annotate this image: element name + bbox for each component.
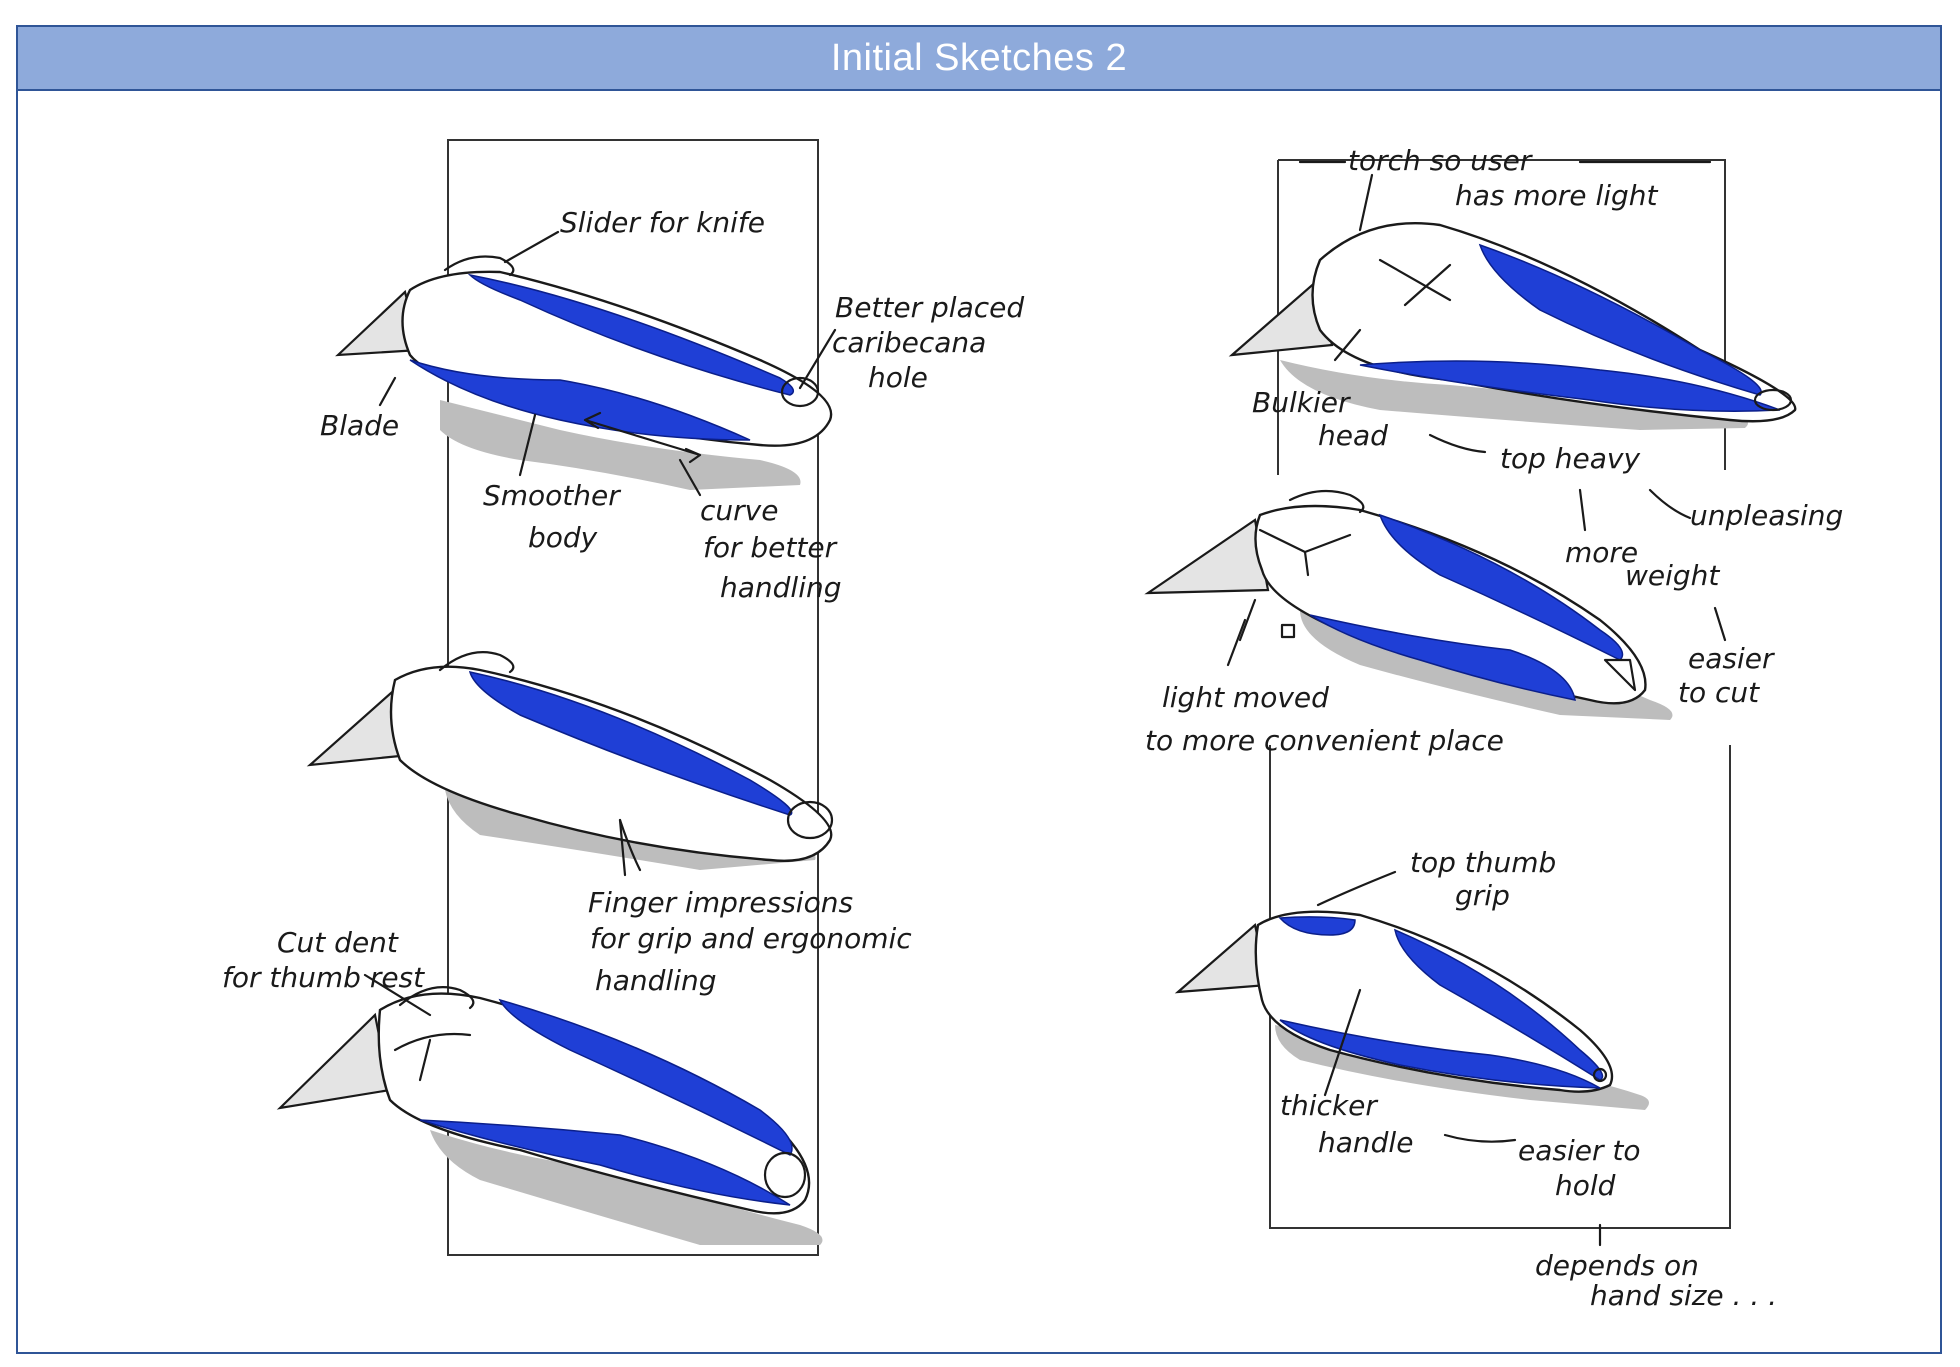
- annotation-weight: weight: [1625, 559, 1720, 592]
- page-title: Initial Sketches 2: [830, 36, 1128, 79]
- annotation-light-moved: light moved: [1162, 681, 1329, 714]
- annotation-better-placed: Better placed: [835, 291, 1024, 324]
- annotation-head: head: [1318, 419, 1388, 452]
- annotation-grip: grip: [1455, 879, 1510, 912]
- knife-sketch-4: [1228, 221, 1797, 430]
- annotation-hole: hole: [868, 361, 928, 394]
- annotation-cut-dent: Cut dent: [277, 926, 399, 959]
- annotation-handling: handling: [720, 571, 842, 604]
- annotation-for-grip-and-ergonomic: for grip and ergonomic: [590, 922, 912, 955]
- annotation-slider-for-knife: Slider for knife: [560, 206, 765, 239]
- annotation-for-better: for better: [703, 531, 838, 564]
- annotation-thicker: thicker: [1280, 1089, 1378, 1122]
- annotation-easier: easier: [1688, 642, 1775, 675]
- annotation-top-thumb: top thumb: [1410, 846, 1556, 879]
- annotation-handle: handle: [1318, 1126, 1413, 1159]
- annotation-body: body: [528, 521, 598, 554]
- annotation-blade: Blade: [320, 409, 399, 442]
- annotation-hand-size: hand size . . .: [1590, 1279, 1777, 1312]
- annotation-easier-to: easier to: [1518, 1134, 1641, 1167]
- annotation-depends-on: depends on: [1535, 1249, 1699, 1282]
- annotation-unpleasing: unpleasing: [1690, 499, 1843, 532]
- annotation-to-cut: to cut: [1678, 676, 1760, 709]
- knife-sketch-6: [1174, 910, 1649, 1110]
- annotation-finger-impressions: Finger impressions: [588, 886, 853, 919]
- left-leader-lines: [363, 230, 837, 1017]
- annotation-caribecana: caribecana: [832, 326, 986, 359]
- annotation-more: more: [1565, 536, 1638, 569]
- knife-sketch-2: [306, 651, 834, 872]
- knife-sketch-3: [276, 986, 823, 1245]
- right-leader-lines: [1226, 160, 1727, 1247]
- annotation-torch-so-user: torch so user: [1348, 144, 1533, 177]
- annotation-smoother: Smoother: [483, 479, 621, 512]
- knife-sketch-5: [1144, 489, 1673, 720]
- annotation-to-more-convenient-place: to more convenient place: [1145, 724, 1504, 757]
- annotation-bulkier: Bulkier: [1252, 386, 1351, 419]
- annotation-curve: curve: [700, 494, 778, 527]
- annotation-handling-2: handling: [595, 964, 717, 997]
- knife-sketch-1: [335, 255, 833, 490]
- title-bar: Initial Sketches 2: [18, 27, 1940, 91]
- annotation-hold: hold: [1555, 1169, 1616, 1202]
- annotation-for-thumb-rest: for thumb rest: [222, 961, 425, 994]
- annotation-has-more-light: has more light: [1455, 179, 1659, 212]
- annotation-top-heavy: top heavy: [1500, 442, 1640, 475]
